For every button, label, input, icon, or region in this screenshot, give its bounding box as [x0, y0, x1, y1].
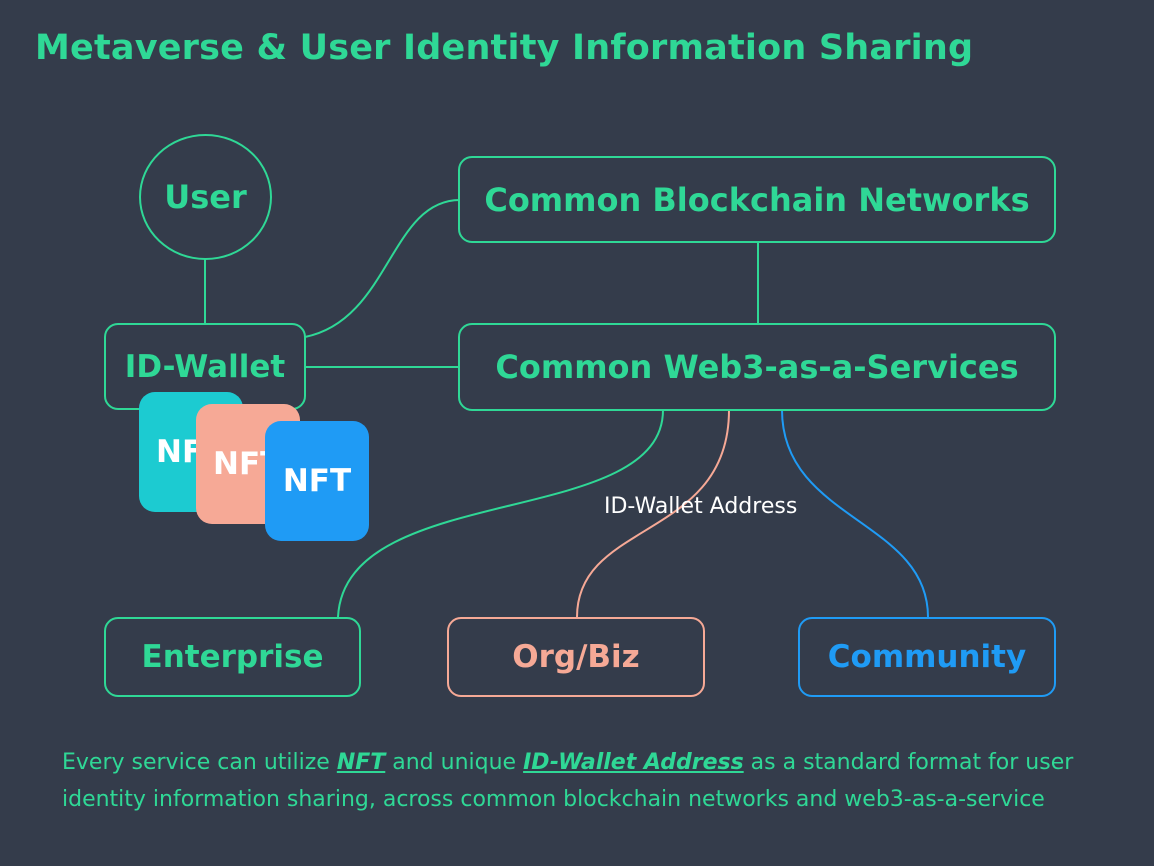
nft-card-label: NFT: [282, 463, 352, 499]
node-user: User: [139, 134, 272, 260]
node-org-biz: Org/Biz: [447, 617, 705, 697]
caption-text-1: Every service can utilize: [62, 750, 337, 775]
edge-web3-enterprise: [337, 409, 664, 618]
edge-web3-community: [781, 409, 929, 618]
page-title: Metaverse & User Identity Information Sh…: [35, 28, 974, 68]
node-enterprise: Enterprise: [104, 617, 361, 697]
edge-wallet-blockchain: [304, 199, 461, 338]
node-common-blockchain-networks: Common Blockchain Networks: [458, 156, 1056, 243]
node-id-wallet: ID-Wallet: [104, 323, 306, 410]
caption-nft: NFT: [336, 750, 386, 775]
caption-id-wallet-address: ID-Wallet Address: [523, 750, 744, 775]
nft-card-blue: NFT: [265, 421, 369, 541]
node-common-web3-services: Common Web3-as-a-Services: [458, 323, 1056, 411]
caption: Every service can utilize NFT and unique…: [62, 744, 1122, 818]
node-community: Community: [798, 617, 1056, 697]
edge-label-id-wallet-address: ID-Wallet Address: [604, 494, 798, 519]
edge-web3-orgbiz: [576, 409, 730, 618]
caption-text-2: and unique: [385, 750, 524, 775]
caption-text-3: as a standard format for user identity i…: [62, 750, 1074, 812]
